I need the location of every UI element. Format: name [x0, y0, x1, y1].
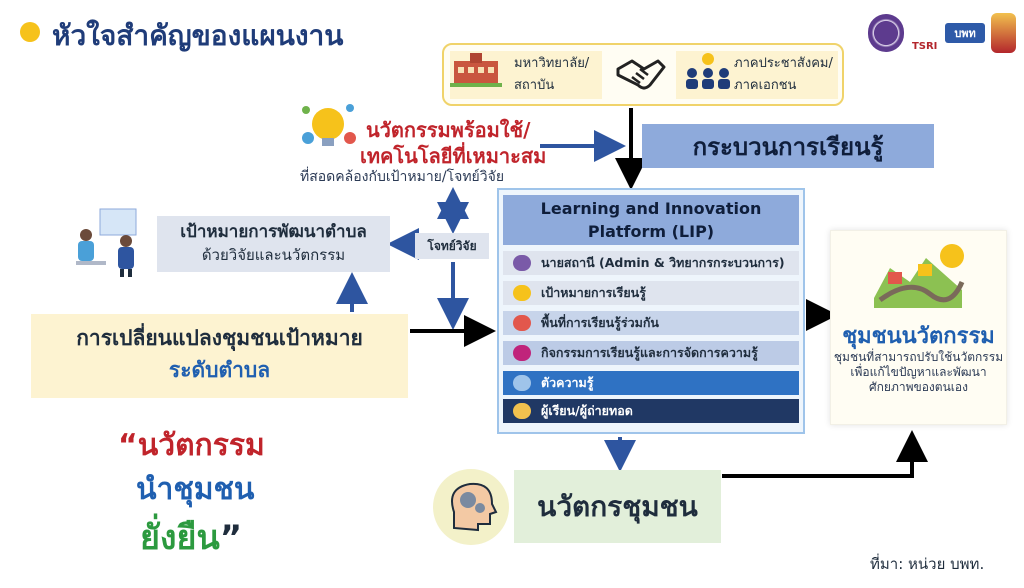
innovative-community-box: [830, 230, 1007, 425]
lightbulb-icon: [513, 285, 531, 301]
lip-item-learning-space: พื้นที่การเรียนรู้ร่วมกัน: [503, 311, 799, 335]
lip-item-activities: กิจกรรมการเรียนรู้และการจัดการความรู้: [503, 341, 799, 365]
arrow-innovator-to-community: [722, 430, 928, 478]
university-seal-logo: [868, 14, 905, 52]
university-icon: [450, 53, 502, 87]
change-line1: การเปลี่ยนแปลงชุมชนเป้าหมาย: [76, 326, 363, 350]
innovation-title-line1: นวัตกรรมพร้อมใช้/: [366, 118, 531, 142]
community-description: ชุมชนที่สามารถปรับใช้นวัตกรรม เพื่อแก้ไข…: [833, 350, 1004, 394]
community-innovator-box: นวัตกรชุมชน: [514, 470, 721, 543]
partners-panel: มหาวิทยาลัย/สถาบัน ภาคประชาสังคม/ภาคเอกช…: [442, 43, 844, 106]
research-question-box: โจทย์วิจัย: [415, 233, 489, 259]
innovation-lightbulb-icon: [302, 104, 356, 146]
knowledge-icon: [513, 375, 531, 391]
page-title: หัวใจสำคัญของแผนงาน: [52, 19, 344, 52]
civil-society-label: ภาคประชาสังคม/ภาคเอกชน: [734, 56, 833, 93]
change-line2: ระดับตำบล: [168, 358, 271, 382]
lip-header: Learning and Innovation Platform (LIP): [503, 195, 799, 245]
title-bullet: [20, 22, 40, 42]
innovation-title-line2: เทคโนโลยีที่เหมาะสม: [360, 144, 547, 168]
community-change-box: การเปลี่ยนแปลงชุมชนเป้าหมาย ระดับตำบล: [31, 314, 408, 398]
quote-line1: “นวัตกรรม: [118, 428, 265, 463]
quote-line2: นำชุมชน: [136, 472, 255, 507]
logo-group: TSRI บพท: [868, 12, 1016, 54]
learner-teacher-icon: [513, 403, 531, 419]
lip-item-admin: นายสถานี (Admin & วิทยากรกระบวนการ): [503, 251, 799, 275]
community-map-icon: [874, 244, 965, 308]
lip-title-line1: Learning and Innovation: [540, 199, 762, 218]
bpt-logo: บพท: [945, 23, 986, 43]
quote-line3: ยั่งยืน”: [140, 518, 243, 558]
source-credit: ที่มา: หน่วย บพท.: [870, 555, 985, 573]
handshake-icon: [616, 59, 666, 90]
innovation-subtitle: ที่สอดคล้องกับเป้าหมาย/โจทย์วิจัย: [300, 169, 505, 185]
development-goal-box: เป้าหมายการพัฒนาตำบล ด้วยวิจัยและนวัตกรร…: [157, 216, 390, 272]
tsri-logo: TSRI: [910, 14, 939, 52]
learning-process-banner: กระบวนการเรียนรู้: [642, 124, 934, 168]
office-people-icon: [76, 208, 137, 277]
lip-item-learning-goal: เป้าหมายการเรียนรู้: [503, 281, 799, 305]
activity-people-icon: [513, 345, 531, 361]
learning-space-icon: [513, 315, 531, 331]
community-title: ชุมชนนวัตกรรม: [842, 324, 995, 349]
goal-line2: ด้วยวิจัยและนวัตกรรม: [201, 246, 346, 264]
community-people-icon: [686, 53, 730, 89]
quote-close-mark: ”: [219, 518, 243, 558]
thinking-head-icon: [433, 469, 509, 545]
admin-people-icon: [513, 255, 531, 271]
goal-line1: เป้าหมายการพัฒนาตำบล: [180, 222, 367, 242]
lip-item-knowledge: ตัวความรู้: [503, 371, 799, 395]
university-label: มหาวิทยาลัย/สถาบัน: [514, 56, 590, 93]
lip-item-learners: ผู้เรียน/ผู้ถ่ายทอด: [503, 399, 799, 423]
lip-title-line2: Platform (LIP): [587, 222, 715, 241]
institution-crest-logo: [991, 13, 1016, 53]
